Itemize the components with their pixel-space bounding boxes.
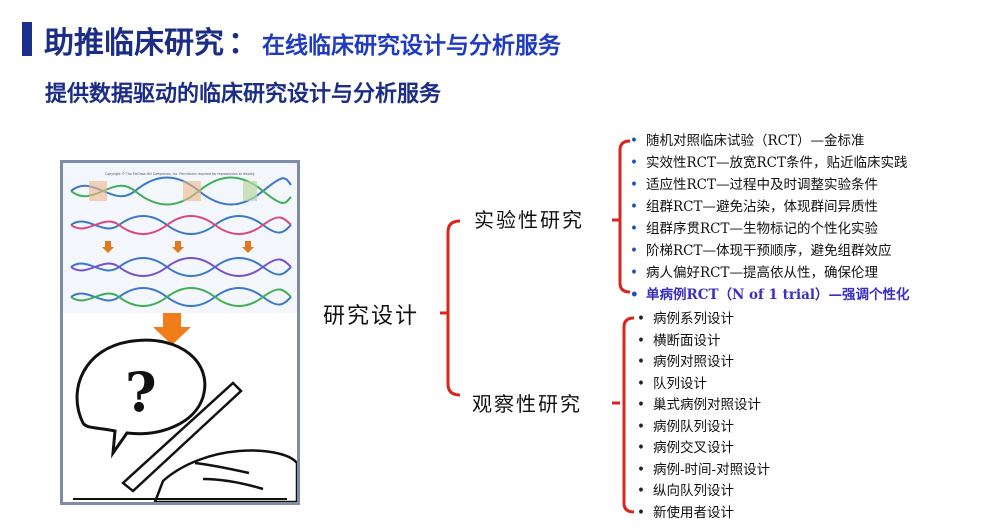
title-colon: ： — [228, 26, 258, 61]
title-primary: 助推临床研究 — [44, 26, 224, 61]
list-item: 巢式病例对照设计 — [637, 395, 770, 417]
question-mark-icon: ? — [125, 360, 157, 424]
page-title: 助推临床研究：在线临床研究设计与分析服务 — [44, 18, 561, 62]
hand-writing-icon — [121, 381, 297, 502]
observational-design-list: 病例系列设计 横断面设计 病例对照设计 队列设计 巢式病例对照设计 病例队列设计… — [637, 309, 770, 524]
list-item: 病例对照设计 — [637, 352, 770, 374]
title-accent-bar — [22, 22, 32, 56]
list-item: 纵向队列设计 — [637, 481, 770, 503]
list-item: 横断面设计 — [637, 331, 770, 353]
process-arrows-row — [102, 241, 254, 253]
list-item: 病例交叉设计 — [637, 438, 770, 460]
illustration-frame: Copyright © The McGraw-Hill Companies, I… — [60, 160, 300, 505]
list-item: 组群序贯RCT—生物标记的个性化实验 — [630, 218, 910, 240]
thinking-sketch: ? — [63, 313, 297, 502]
list-item: 病例系列设计 — [637, 309, 770, 331]
dna-diagram: Copyright © The McGraw-Hill Companies, I… — [63, 163, 297, 313]
list-item: 新使用者设计 — [637, 503, 770, 525]
list-item-highlighted: 单病例RCT（N of 1 trial）—强调个性化 — [630, 284, 910, 306]
diagram-caption: Copyright © The McGraw-Hill Companies, I… — [105, 172, 255, 176]
list-item: 实效性RCT—放宽RCT条件，贴近临床实践 — [630, 152, 910, 174]
list-item: 病例队列设计 — [637, 417, 770, 439]
branch-experimental-label: 实验性研究 — [474, 208, 584, 232]
list-item: 病人偏好RCT—提高依从性，确保伦理 — [630, 262, 910, 284]
tree-root-label: 研究设计 — [323, 304, 420, 329]
down-arrow-icon — [153, 313, 191, 345]
list-item: 随机对照临床试验（RCT）—金标准 — [630, 130, 910, 152]
speech-bubble-icon — [75, 338, 207, 459]
dna-helix-row-3 — [70, 257, 292, 277]
page-subtitle: 提供数据驱动的临床研究设计与分析服务 — [45, 82, 442, 107]
experimental-design-list: 随机对照临床试验（RCT）—金标准 实效性RCT—放宽RCT条件，贴近临床实践 … — [630, 130, 910, 306]
title-secondary: 在线临床研究设计与分析服务 — [262, 33, 561, 59]
branch-observational-label: 观察性研究 — [472, 392, 582, 416]
list-item: 队列设计 — [637, 374, 770, 396]
list-item: 阶梯RCT—体现干预顺序，避免组群效应 — [630, 240, 910, 262]
dna-helix-row-1 — [70, 176, 292, 206]
list-item: 病例-时间-对照设计 — [637, 460, 770, 482]
dna-helix-row-2 — [70, 215, 292, 235]
dna-helix-row-4 — [70, 287, 292, 307]
list-item: 组群RCT—避免沾染，体现群间异质性 — [630, 196, 910, 218]
list-item: 适应性RCT—过程中及时调整实验条件 — [630, 174, 910, 196]
